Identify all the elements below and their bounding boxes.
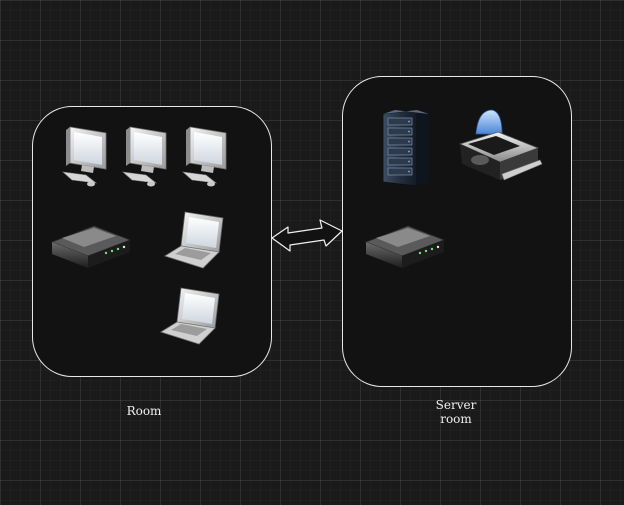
laptop-icon — [163, 208, 229, 272]
printer-icon — [458, 108, 544, 186]
desktop-icon — [120, 125, 170, 189]
desktop-icon — [180, 125, 230, 189]
server-room-container — [342, 76, 572, 387]
laptop-icon — [159, 284, 225, 348]
router-icon — [364, 222, 446, 270]
desktop-icon — [60, 125, 110, 189]
bidirectional-arrow — [271, 219, 343, 252]
server-room-label: Server room — [435, 398, 477, 426]
server-rack-icon — [379, 108, 435, 188]
room-label: Room — [126, 404, 162, 418]
router-icon — [50, 222, 132, 270]
